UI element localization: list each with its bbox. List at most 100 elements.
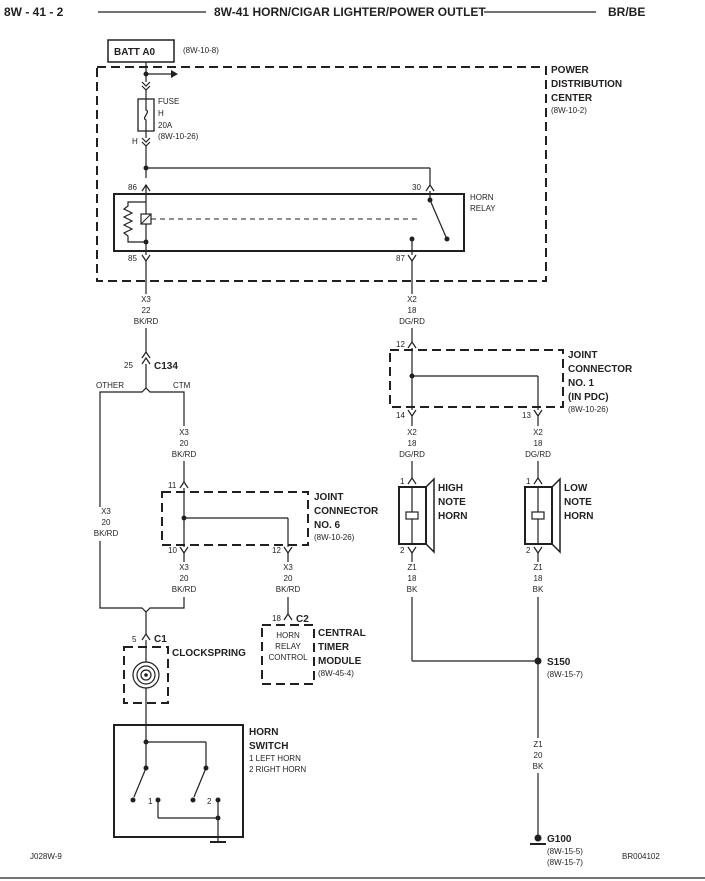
jc6-label-1: JOINT	[314, 492, 343, 503]
c1-label: C1	[154, 634, 167, 645]
high-horn-pin2: 2	[400, 546, 405, 555]
horn-switch-label-4: 2 RIGHT HORN	[249, 765, 306, 774]
pin85-connector-icon	[141, 254, 151, 263]
pin30-label: 30	[412, 183, 421, 192]
low-horn-label-1: LOW	[564, 483, 588, 494]
jc6-right-connector-icon	[283, 546, 293, 555]
horn-switch-contact-2-label: 2	[207, 797, 212, 806]
z1-18-high-color: BK	[407, 585, 418, 594]
pin30-connector-icon	[425, 183, 435, 192]
high-horn-pin1: 1	[400, 477, 405, 486]
g100-ref-1: (8W-15-5)	[547, 847, 583, 856]
batt-label: BATT A0	[114, 47, 156, 58]
relay-switch-blade	[429, 199, 447, 238]
horn-switch-label-1: HORN	[249, 727, 278, 738]
footer-right-code: BR004102	[622, 852, 660, 861]
bus-arrow-icon	[171, 70, 178, 78]
horn-relay-label-1: HORN	[470, 193, 494, 202]
pdc-label-2: DISTRIBUTION	[551, 79, 622, 90]
page-title: 8W-41 HORN/CIGAR LIGHTER/POWER OUTLET	[214, 5, 486, 19]
horn-switch-box	[113, 724, 244, 838]
jc6-pin-top: 11	[168, 481, 177, 490]
batt-box	[107, 39, 175, 63]
horn-switch-left-open-contact	[130, 797, 136, 803]
jc1-label-1: JOINT	[568, 350, 597, 361]
c1-merge-bracket	[99, 604, 185, 613]
fuse-pin-label: H	[132, 137, 138, 146]
pdc-boundary	[96, 66, 547, 282]
jc6-top-connector-icon	[179, 480, 189, 489]
horn-switch-left-blade	[133, 767, 147, 798]
x3-20-other-gauge: 20	[102, 518, 111, 527]
jc6-left-connector-icon	[179, 546, 189, 555]
low-horn-pin2: 2	[526, 546, 531, 555]
jc6-pin-left: 10	[168, 546, 177, 555]
z1-20-circuit: Z1	[533, 740, 543, 749]
ctm-ref: (8W-45-4)	[318, 669, 354, 678]
jc6-label-3: NO. 6	[314, 520, 341, 531]
jc1-ref: (8W-10-26)	[568, 405, 609, 414]
pin86-label: 86	[128, 183, 137, 192]
x2-18-low-gauge: 18	[534, 439, 543, 448]
jc1-pin-right: 13	[522, 411, 531, 420]
x3-20-c2-gauge: 20	[284, 574, 293, 583]
x3-22-gauge: 22	[142, 306, 151, 315]
c134-split-bracket	[99, 387, 185, 396]
low-horn-icon	[524, 477, 561, 554]
horn-switch-right-open-contact	[190, 797, 196, 803]
fuse-element-icon	[144, 99, 148, 131]
clockspring-label: CLOCKSPRING	[172, 648, 246, 659]
c1-pin: 5	[132, 635, 137, 644]
x3-20-c2-circuit: X3	[283, 563, 293, 572]
pdc-label-1: POWER	[551, 65, 590, 76]
z1-18-low-color: BK	[533, 585, 544, 594]
jc6-boundary	[161, 491, 309, 546]
c1-connector-icon	[141, 632, 151, 641]
x3-20-other-circuit: X3	[101, 507, 111, 516]
jc1-pin-left: 14	[396, 411, 405, 420]
x3-22-color: BK/RD	[134, 317, 159, 326]
c2-pin: 18	[272, 614, 281, 623]
low-horn-label-2: NOTE	[564, 497, 592, 508]
x3-20-ctm-gauge: 20	[180, 439, 189, 448]
low-horn-pin1-connector-icon	[533, 476, 543, 485]
footer-left-code: J028W-9	[30, 852, 62, 861]
fuse-label-3: 20A	[158, 121, 173, 130]
x3-20-c2-color: BK/RD	[276, 585, 301, 594]
high-horn-pin2-connector-icon	[407, 546, 417, 555]
ctm-label-2: TIMER	[318, 642, 350, 653]
ctm-label-1: CENTRAL	[318, 628, 366, 639]
page-number: 8W - 41 - 2	[4, 5, 64, 19]
x3-20-jc6bot-gauge: 20	[180, 574, 189, 583]
x3-20-jc6bot-circuit: X3	[179, 563, 189, 572]
high-horn-pin1-connector-icon	[407, 476, 417, 485]
z1-18-low-circuit: Z1	[533, 563, 543, 572]
c134-branch-other: OTHER	[96, 381, 124, 390]
c134-pin: 25	[124, 361, 133, 370]
c2-label: C2	[296, 614, 309, 625]
horn-switch-label-2: SWITCH	[249, 741, 288, 752]
x2-18-low-circuit: X2	[533, 428, 543, 437]
jc1-left-connector-icon	[407, 409, 417, 418]
x2-18-top-color: DG/RD	[399, 317, 425, 326]
x3-22-circuit: X3	[141, 295, 151, 304]
x3-20-other-color: BK/RD	[94, 529, 119, 538]
x2-18-low-color: DG/RD	[525, 450, 551, 459]
jc1-label-4: (IN PDC)	[568, 392, 609, 403]
z1-18-low-gauge: 18	[534, 574, 543, 583]
x2-18-high-circuit: X2	[407, 428, 417, 437]
low-horn-label-3: HORN	[564, 511, 593, 522]
x2-18-high-gauge: 18	[408, 439, 417, 448]
horn-switch-right-blade	[193, 767, 207, 798]
model-code: BR/BE	[608, 5, 645, 19]
jc1-pin-top: 12	[396, 340, 405, 349]
x2-18-top-gauge: 18	[408, 306, 417, 315]
c2-connector-icon	[283, 612, 293, 621]
pdc-label-3: CENTER	[551, 93, 593, 104]
s150-label: S150	[547, 657, 571, 668]
relay-switch-contact-open	[444, 236, 450, 242]
x2-18-top-circuit: X2	[407, 295, 417, 304]
jc1-top-connector-icon	[407, 340, 417, 349]
pin87-label: 87	[396, 254, 405, 263]
